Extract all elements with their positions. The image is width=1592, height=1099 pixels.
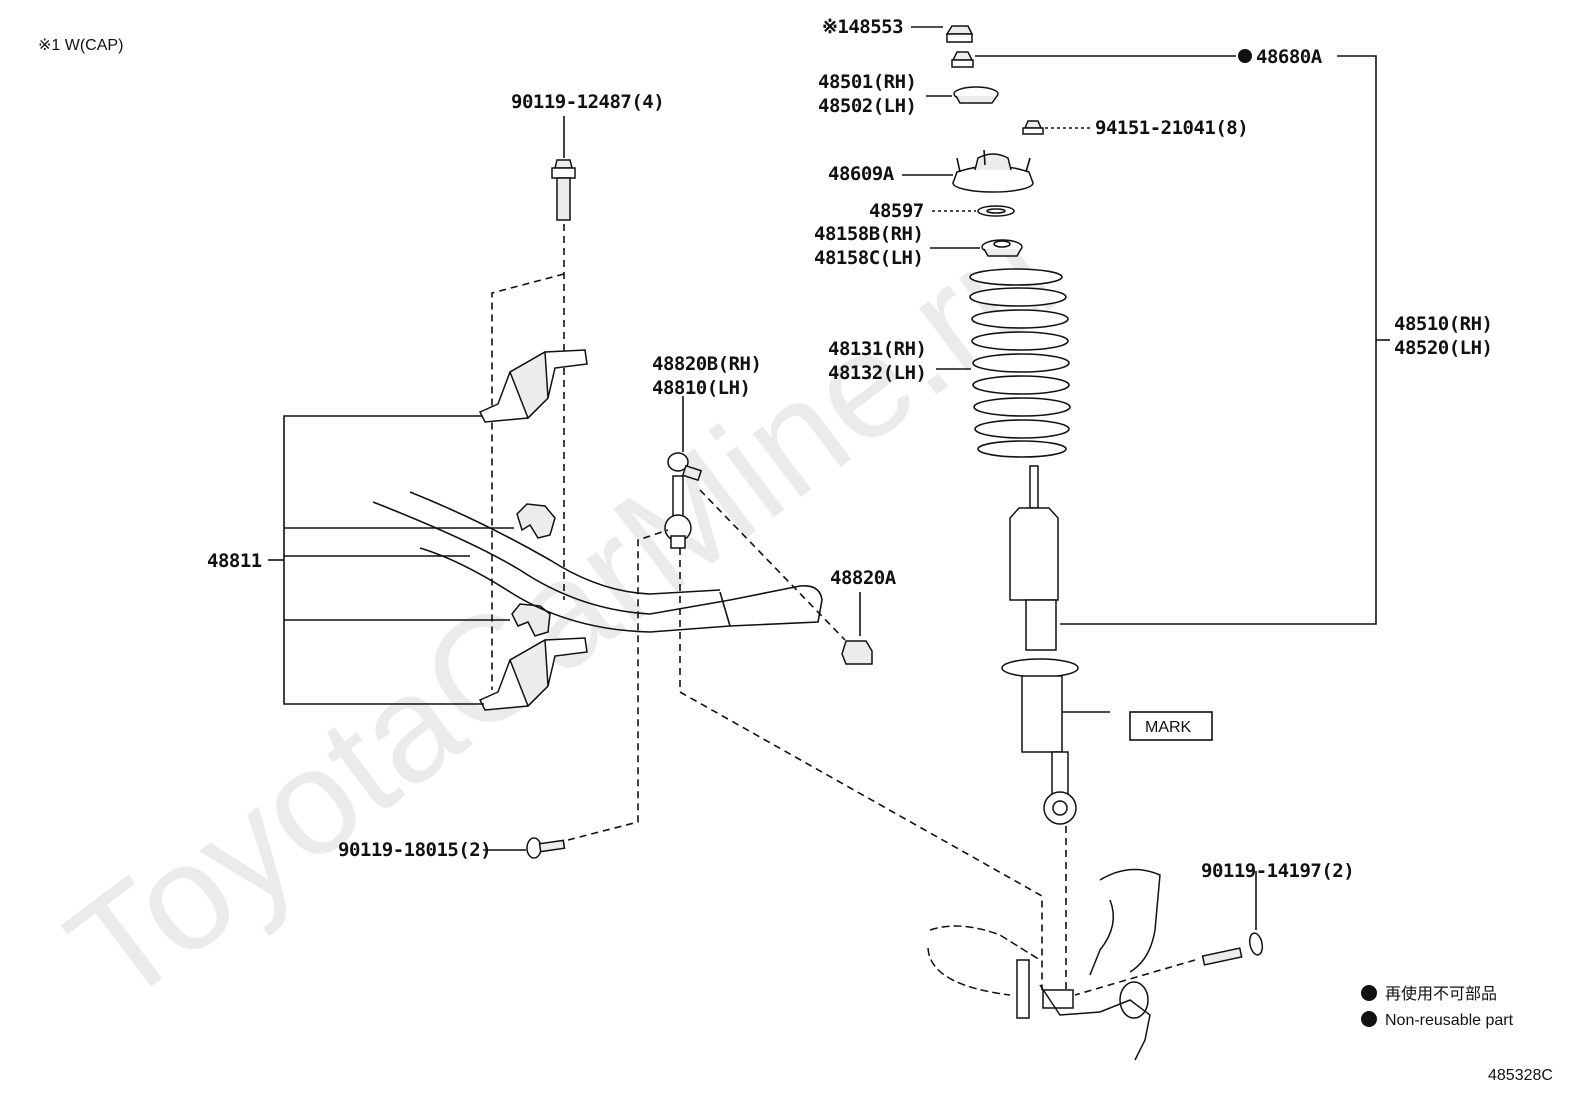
non-reusable-dot-icon: [1361, 1011, 1377, 1027]
label-90119-14197[interactable]: 90119-14197(2): [1201, 860, 1355, 882]
label-48158b[interactable]: 48158B(RH): [814, 223, 924, 245]
coil-spring-48131-part[interactable]: [969, 268, 1071, 458]
label-90119-12487[interactable]: 90119-12487(4): [511, 91, 665, 113]
label-48810[interactable]: 48810(LH): [652, 377, 751, 399]
legend-line1: 再使用不可部品: [1385, 985, 1497, 1003]
nut-94151-part[interactable]: [1022, 120, 1044, 135]
bearing-48501-part[interactable]: [953, 86, 999, 104]
label-48132[interactable]: 48132(LH): [828, 362, 927, 384]
label-90119-18015[interactable]: 90119-18015(2): [338, 839, 492, 861]
insulator-48158-part[interactable]: [981, 239, 1023, 257]
lower-arm-part: [927, 868, 1161, 1061]
bracket-upper-part[interactable]: [478, 349, 588, 423]
mark-label[interactable]: MARK: [1145, 719, 1192, 736]
label-48820b[interactable]: 48820B(RH): [652, 353, 762, 375]
washer-48597-part[interactable]: [977, 205, 1015, 217]
stabilizer-bar-48811-part[interactable]: [372, 491, 823, 633]
link-48820b-part[interactable]: [664, 452, 703, 549]
label-48510[interactable]: 48510(RH): [1394, 313, 1493, 335]
nut-48680a-part[interactable]: [951, 51, 974, 68]
bracket-lower-part[interactable]: [478, 637, 588, 711]
nut-48820a-part[interactable]: [841, 640, 873, 665]
label-48158c[interactable]: 48158C(LH): [814, 247, 924, 269]
label-48597[interactable]: 48597: [869, 200, 924, 222]
non-reusable-dot-icon: [1238, 49, 1252, 63]
non-reusable-dot-icon: [1361, 985, 1377, 1001]
bolt-90119-18015-part[interactable]: [526, 837, 566, 859]
label-48520[interactable]: 48520(LH): [1394, 337, 1493, 359]
label-48502[interactable]: 48502(LH): [818, 95, 917, 117]
cap-note: ※1 W(CAP): [38, 37, 123, 54]
diagram-code: 485328C: [1488, 1067, 1553, 1084]
label-48553[interactable]: ※148553: [822, 16, 904, 38]
label-48609a[interactable]: 48609A: [828, 163, 895, 185]
label-48820a[interactable]: 48820A: [830, 567, 897, 589]
cap-48553-part[interactable]: [945, 25, 974, 43]
label-48680a[interactable]: 48680A: [1256, 46, 1323, 68]
shock-absorber-part[interactable]: [1001, 465, 1079, 825]
label-48131[interactable]: 48131(RH): [828, 338, 927, 360]
support-48609a-part[interactable]: [952, 149, 1034, 193]
label-94151[interactable]: 94151-21041(8): [1095, 117, 1249, 139]
legend-line2: Non-reusable part: [1385, 1012, 1514, 1029]
watermark: ToyotaCarMine.ru: [38, 189, 1085, 1036]
label-48811[interactable]: 48811: [207, 550, 262, 572]
bushing-upper-part[interactable]: [516, 503, 556, 539]
bolt-90119-14197-part[interactable]: [1201, 932, 1265, 966]
bushing-lower-part[interactable]: [511, 603, 551, 637]
bolt-90119-12487-part[interactable]: [551, 159, 576, 221]
label-48501[interactable]: 48501(RH): [818, 71, 917, 93]
